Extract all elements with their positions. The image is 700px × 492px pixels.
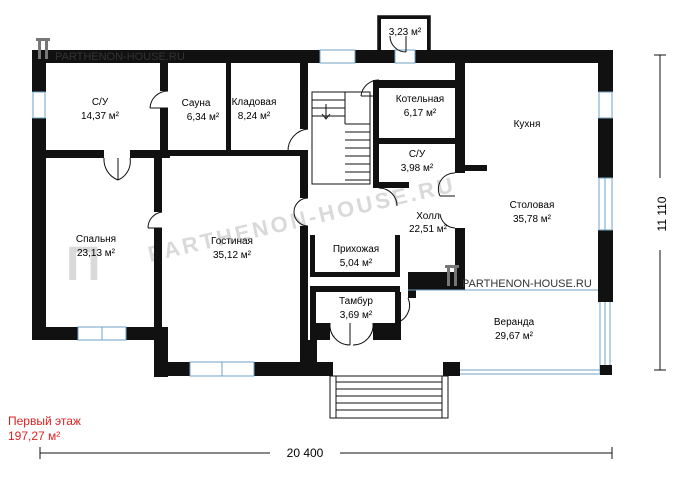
dimension-height: 11 110 [655,196,669,231]
room-label-hall-name: Холл [416,211,440,222]
logo-mid: PARTHENON-HOUSE.RU [445,265,592,290]
window-mullions [101,178,606,376]
room-label-bedroom-name: Спальня [76,234,116,245]
dimension-width: 20 400 [287,446,324,460]
logo-mid-text: PARTHENON-HOUSE.RU [462,278,592,290]
room-label-entry-area: 5,04 м² [340,258,373,269]
vent-blocks [162,110,463,139]
dimension-lines [39,54,666,459]
room-label-hall-area: 22,51 м² [409,224,448,235]
room-label-su2-area: 3,98 м² [401,163,434,174]
logo-top-text: PARTHENON-HOUSE.RU [55,51,185,63]
room-label-bedroom-area: 23,13 м² [77,248,116,259]
room-label-tambour-area: 3,69 м² [340,310,373,321]
room-label-sauna-area: 6,34 м² [187,112,220,123]
floor-area: 197,27 м² [8,429,61,443]
entrance-steps [329,375,449,419]
room-label-dining-area: 35,78 м² [513,214,552,225]
room-label-pantry-area: 8,24 м² [238,111,271,122]
room-label-pantry-name: Кладовая [232,97,277,108]
room-label-veranda-name: Веранда [494,317,535,328]
door-swings [103,35,456,346]
logo-top: PARTHENON-HOUSE.RU [36,38,185,63]
veranda-rails [408,289,612,375]
room-label-living-area: 35,12 м² [213,250,252,261]
room-label-boiler-area: 6,17 м² [404,108,437,119]
room-label-boiler-name: Котельная [396,94,444,105]
room-label-tambour-name: Тамбур [339,295,373,307]
room-labels: С/У 14,37 м² Сауна 6,34 м² Кладовая 8,24… [76,27,554,342]
room-label-porch-area: 3,23 м² [389,27,422,38]
room-label-sauna-name: Сауна [182,98,211,109]
room-label-entry-name: Прихожая [333,244,379,255]
room-label-su2-name: С/У [409,149,426,160]
room-label-su1-area: 14,37 м² [81,111,120,122]
floor-name: Первый этаж [8,414,81,428]
floor-summary: Первый этаж 197,27 м² [8,414,81,444]
room-label-living-name: Гостиная [211,236,253,247]
walls [32,50,613,377]
room-label-veranda-area: 29,67 м² [495,331,534,342]
room-label-su1-name: С/У [92,97,109,108]
room-label-dining-name: Столовая [510,200,555,211]
room-label-kitchen-name: Кухня [514,119,541,130]
watermark-logo: П [66,238,101,291]
staircase [311,91,371,185]
